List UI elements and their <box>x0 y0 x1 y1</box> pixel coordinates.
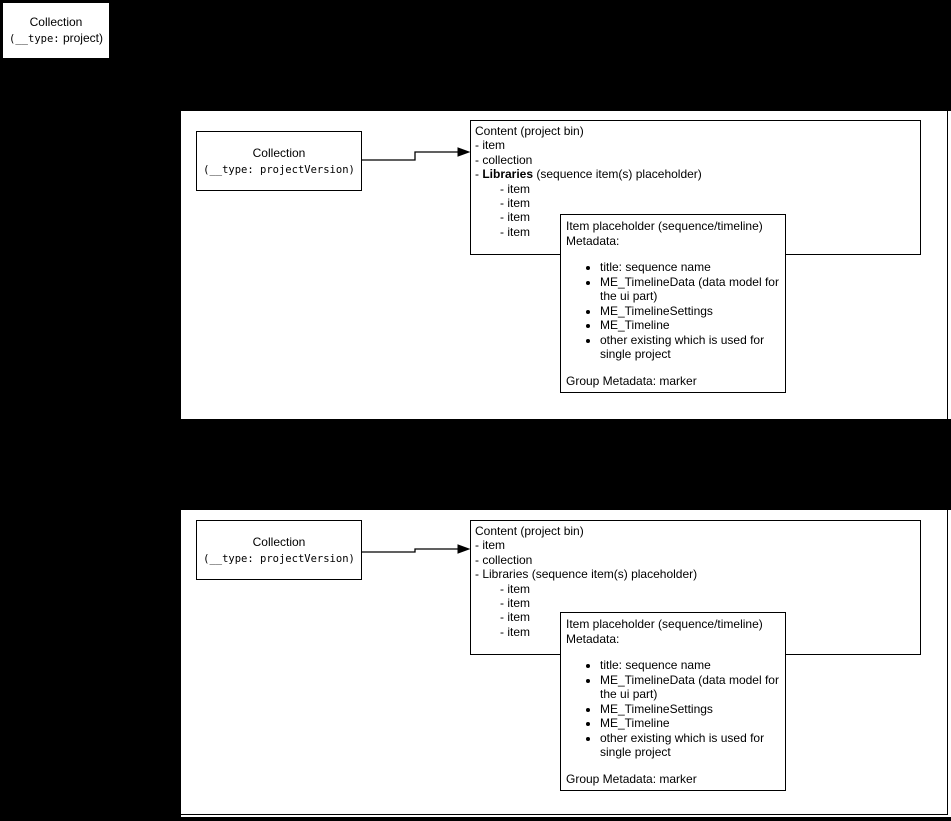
collection-project-title: Collection <box>29 15 83 29</box>
metadata-item: other existing which is used for single … <box>600 731 780 760</box>
metadata-item: title: sequence name <box>600 658 780 673</box>
content-sub-item: - item <box>500 224 530 239</box>
content-sub-item: - item <box>500 210 530 225</box>
metadata-item: ME_Timeline <box>600 716 780 731</box>
type-prefix: (__type: <box>9 33 60 45</box>
metadata-item: ME_TimelineSettings <box>600 702 780 717</box>
collection-title: Collection <box>252 145 306 160</box>
content-sub-item: - item <box>500 610 530 625</box>
item-placeholder-subtitle: Metadata: <box>566 631 620 646</box>
libraries-label: Libraries <box>482 567 529 582</box>
content-sub-item: - item <box>500 181 530 196</box>
content-title: Content (project bin) <box>475 524 584 538</box>
collection-type: (__type: projectVersion) <box>197 550 361 567</box>
metadata-item: ME_Timeline <box>600 318 780 333</box>
metadata-list: title: sequence name ME_TimelineData (da… <box>566 658 780 760</box>
metadata-item: other existing which is used for single … <box>600 333 780 362</box>
content-title: Content (project bin) <box>475 124 584 138</box>
type-prefix: (__type: <box>203 163 254 176</box>
metadata-item: ME_TimelineData (data model for the ui p… <box>600 673 780 702</box>
type-value: project) <box>59 31 103 45</box>
content-line-collection: - collection <box>475 152 533 167</box>
metadata-item: ME_TimelineData (data model for the ui p… <box>600 275 780 304</box>
metadata-list: title: sequence name ME_TimelineData (da… <box>566 260 780 362</box>
content-sub-item: - item <box>500 581 530 596</box>
libraries-label: Libraries <box>482 167 534 182</box>
content-line-libraries: - Libraries (sequence item(s) placeholde… <box>475 167 916 181</box>
collection-projectversion-node: Collection (__type: projectVersion) <box>196 520 362 580</box>
collection-project-node: Collection (__type: project) <box>2 2 110 59</box>
connector-arrow <box>361 147 471 161</box>
content-line-item: - item <box>475 138 505 153</box>
collection-project-type: (__type: project) <box>3 30 109 47</box>
type-value: projectVersion) <box>253 163 355 176</box>
dash: - <box>475 567 483 582</box>
metadata-item: ME_TimelineSettings <box>600 304 780 319</box>
diagram-page-1: Collection (__type: projectVersion) Cont… <box>181 111 951 419</box>
collection-type: (__type: projectVersion) <box>197 161 361 178</box>
metadata-item: title: sequence name <box>600 260 780 275</box>
item-placeholder-title: Item placeholder (sequence/timeline) <box>566 219 763 233</box>
dash: - <box>475 167 483 182</box>
collection-title: Collection <box>252 534 306 549</box>
libraries-suffix: (sequence item(s) placeholder) <box>533 167 702 182</box>
collection-projectversion-node: Collection (__type: projectVersion) <box>196 131 362 191</box>
item-placeholder-node: Item placeholder (sequence/timeline) Met… <box>560 612 786 791</box>
item-placeholder-subtitle: Metadata: <box>566 233 620 248</box>
content-line-libraries: - Libraries (sequence item(s) placeholde… <box>475 567 916 581</box>
item-placeholder-node: Item placeholder (sequence/timeline) Met… <box>560 214 786 393</box>
libraries-suffix: (sequence item(s) placeholder) <box>528 567 698 582</box>
type-value: projectVersion) <box>253 552 355 565</box>
group-metadata-label: Group Metadata: marker <box>566 373 697 388</box>
content-line-item: - item <box>475 538 505 553</box>
connector-arrow <box>361 544 471 554</box>
item-placeholder-title: Item placeholder (sequence/timeline) <box>566 617 763 631</box>
type-prefix: (__type: <box>203 552 254 565</box>
diagram-page-2: Collection (__type: projectVersion) Cont… <box>181 510 951 817</box>
content-sub-item: - item <box>500 624 530 639</box>
group-metadata-label: Group Metadata: marker <box>566 771 697 786</box>
content-sub-item: - item <box>500 196 530 211</box>
content-sub-item: - item <box>500 596 530 611</box>
content-line-collection: - collection <box>475 552 533 567</box>
